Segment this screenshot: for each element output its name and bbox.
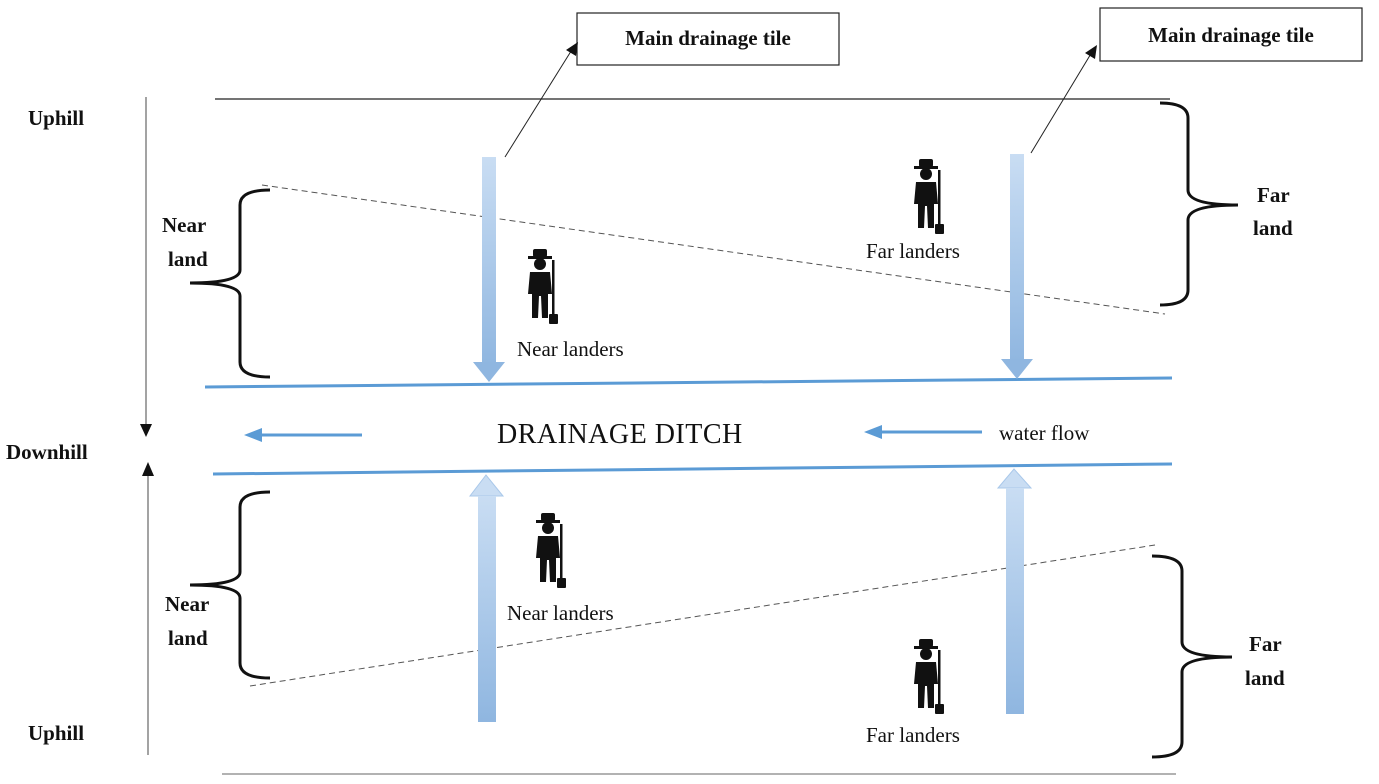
near-land-brace-top <box>189 188 271 379</box>
ditch-upper-bank <box>204 376 1173 389</box>
downhill-label: Downhill <box>6 440 88 464</box>
near-landers-bottom-label: Near landers <box>507 601 614 625</box>
ditch-label: DRAINAGE DITCH <box>497 419 743 450</box>
main-drainage-tile-bottom-left <box>468 474 505 722</box>
main-drainage-tile-top-right <box>1001 154 1033 379</box>
near-far-boundary-bottom <box>249 544 1156 687</box>
far-landers-top-label: Far landers <box>866 239 960 263</box>
farmer-icon <box>536 513 566 588</box>
uphill-bottom-label: Uphill <box>28 721 84 745</box>
ditch-lower-bank <box>212 462 1173 476</box>
near-land-top-label-1: Near <box>162 213 206 237</box>
near-far-boundary-top <box>261 184 1166 315</box>
farmer-icon <box>528 249 558 324</box>
near-land-top-label-2: land <box>168 247 208 271</box>
near-land-bottom-label-1: Near <box>165 592 209 616</box>
farmer-icon <box>914 159 944 234</box>
near-landers-top-label: Near landers <box>517 337 624 361</box>
uphill-to-downhill-arrow-bottom <box>142 462 154 755</box>
main-drainage-tile-callout-right: Main drainage tile <box>1030 7 1363 154</box>
far-land-bottom-label-2: land <box>1245 666 1285 690</box>
uphill-to-downhill-arrow-top <box>140 97 152 437</box>
near-land-brace-bottom <box>189 490 271 680</box>
water-flow-arrow-left <box>244 428 362 442</box>
water-flow-arrow-right <box>864 425 982 439</box>
main-tile-right-label: Main drainage tile <box>1148 23 1314 47</box>
far-land-top-label-1: Far <box>1257 183 1290 207</box>
uphill-top-label: Uphill <box>28 106 84 130</box>
water-flow-label: water flow <box>999 421 1090 445</box>
far-land-bottom-label-1: Far <box>1249 632 1282 656</box>
near-land-bottom-label-2: land <box>168 626 208 650</box>
farmer-icon <box>914 639 944 714</box>
far-land-brace-bottom <box>1151 554 1233 759</box>
far-landers-bottom-label: Far landers <box>866 723 960 747</box>
main-tile-left-label: Main drainage tile <box>625 26 791 50</box>
far-land-top-label-2: land <box>1253 216 1293 240</box>
far-land-brace-top <box>1159 101 1239 307</box>
main-drainage-tile-bottom-right <box>996 468 1033 714</box>
main-drainage-tile-top-left <box>473 157 505 382</box>
main-drainage-tile-callout-left: Main drainage tile <box>504 12 840 158</box>
